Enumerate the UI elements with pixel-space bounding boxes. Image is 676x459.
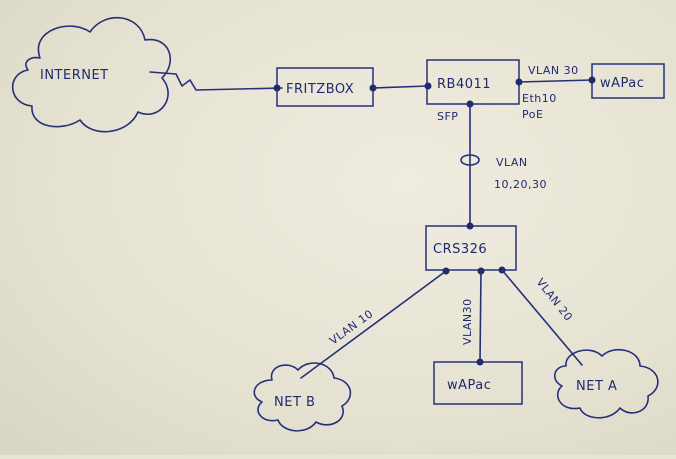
wapac-top-device: wAPac — [591, 63, 665, 99]
sfp-label: SFP — [437, 110, 458, 123]
vlan20-label: VLAN 20 — [534, 276, 575, 324]
poe-label: PoE — [522, 108, 543, 121]
link-crs326-netb — [300, 270, 447, 379]
internet-label: INTERNET — [40, 68, 109, 83]
net-a-cloud: NET A — [554, 348, 659, 419]
eth10-label: Eth10 — [522, 92, 557, 105]
port-dot — [476, 358, 484, 366]
crs326-label: CRS326 — [433, 242, 487, 257]
trunk-vlan-label: VLAN — [496, 156, 528, 169]
wapac-bottom-label: wAPac — [447, 378, 491, 393]
rb4011-device: RB4011 — [426, 59, 520, 105]
wapac-top-label: wAPac — [600, 76, 644, 91]
link-crs326-wapac — [479, 270, 482, 363]
trunk-ids-label: 10,20,30 — [494, 178, 547, 191]
internet-cloud: INTERNET — [11, 17, 172, 133]
port-dot — [273, 84, 281, 92]
link-rb4011-wapac — [518, 79, 593, 83]
fritzbox-device: FRITZBOX — [276, 67, 374, 107]
trunk-marker — [460, 154, 480, 166]
net-b-cloud: NET B — [253, 362, 352, 432]
net-a-label: NET A — [576, 379, 617, 394]
fritzbox-label: FRITZBOX — [286, 82, 354, 97]
link-fritzbox-rb4011 — [372, 85, 429, 89]
net-b-label: NET B — [274, 395, 315, 410]
wapac-bottom-device: wAPac — [433, 361, 523, 405]
link-crs326-neta — [501, 269, 583, 366]
vlan30-bottom-label: VLAN30 — [461, 298, 474, 345]
crs326-device: CRS326 — [425, 225, 517, 271]
link-internet-fritzbox — [149, 71, 283, 91]
vlan30-top-label: VLAN 30 — [528, 64, 579, 77]
port-dot — [424, 82, 432, 90]
rb4011-label: RB4011 — [437, 77, 491, 92]
port-dot — [466, 222, 474, 230]
port-dot — [588, 76, 596, 84]
